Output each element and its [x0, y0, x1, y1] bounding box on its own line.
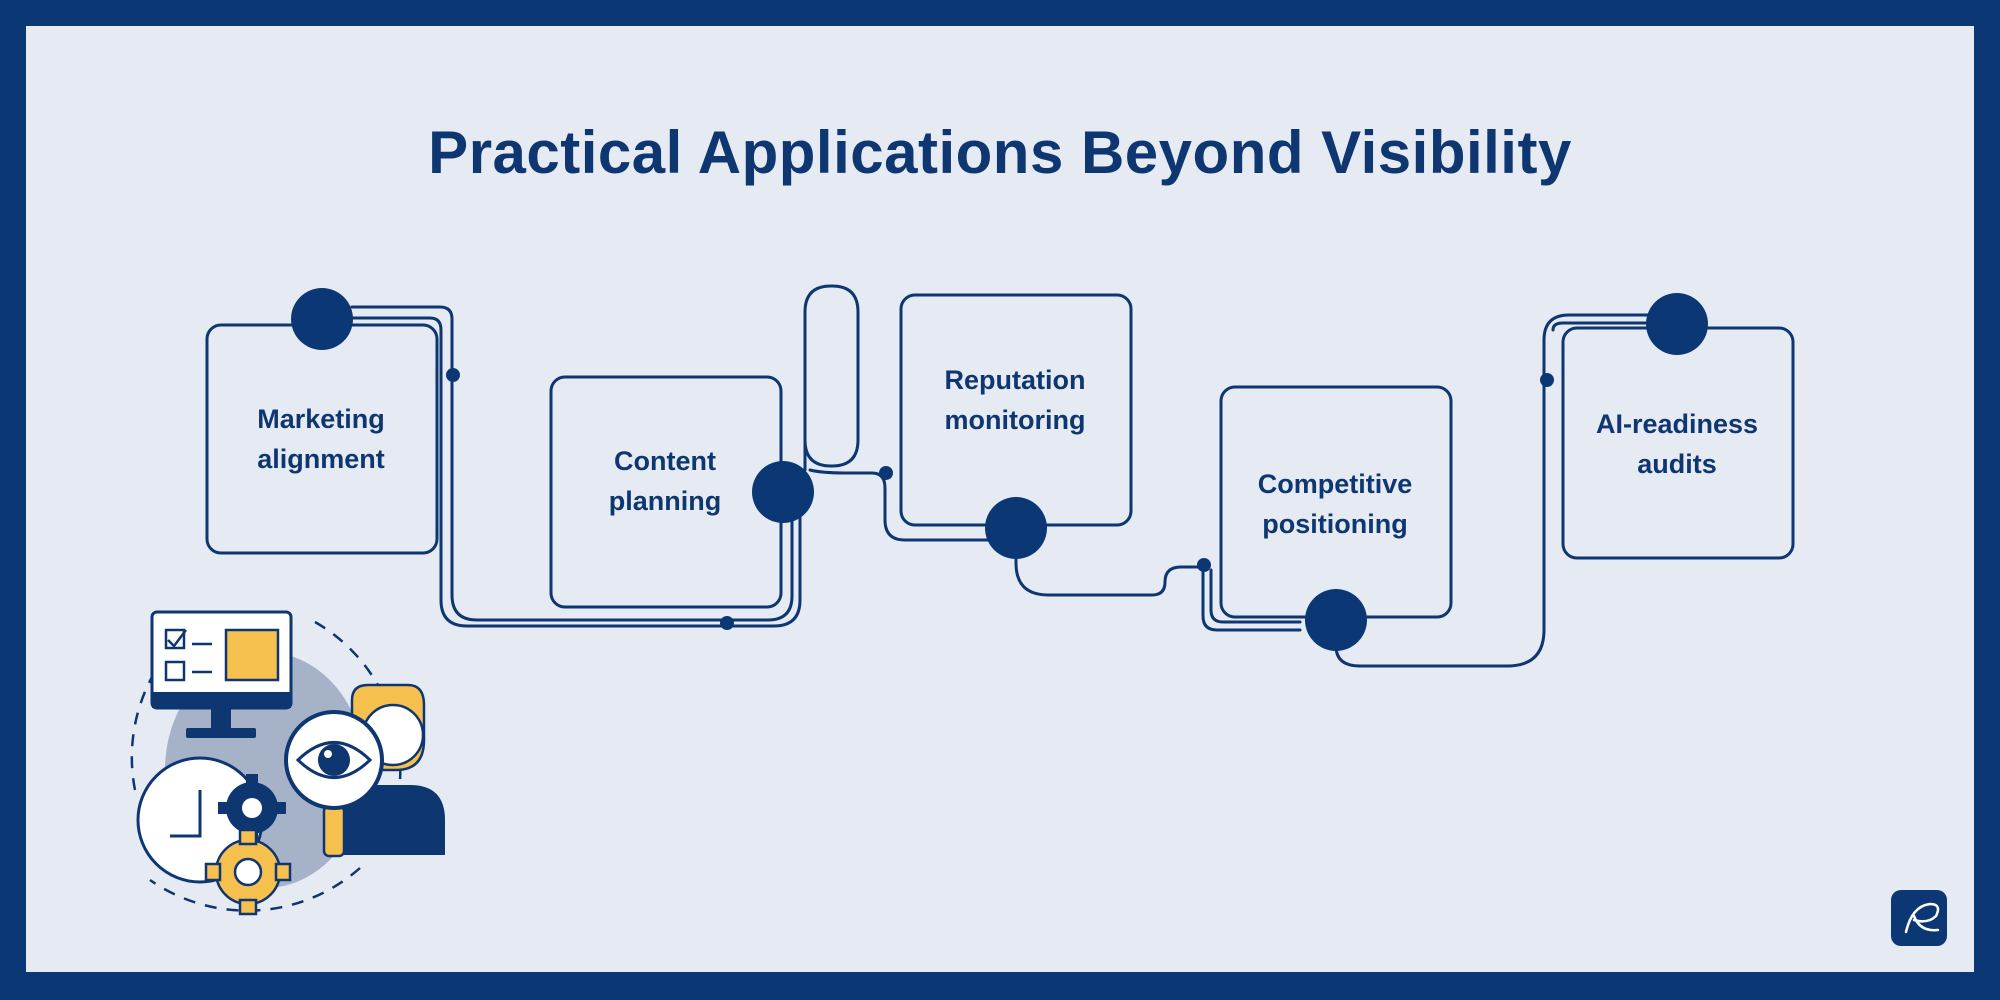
node-audits	[1646, 293, 1708, 355]
monitor-checklist-icon	[150, 610, 293, 738]
step-label-competitive-positioning: Competitive positioning	[1221, 464, 1449, 544]
gear-icon	[204, 774, 292, 916]
page-title: Practical Applications Beyond Visibility	[428, 119, 1572, 186]
brand-logo-icon	[1891, 890, 1947, 946]
junction-dot	[1540, 373, 1554, 387]
step-label-line: alignment	[257, 444, 385, 474]
step-label-line: AI-readiness	[1595, 409, 1759, 439]
node-marketing	[291, 288, 353, 350]
step-label-line: Reputation	[944, 365, 1086, 395]
step-label-line: planning	[608, 486, 722, 516]
step-label-line: monitoring	[944, 405, 1086, 435]
junction-dot	[1197, 558, 1211, 572]
connector-reputation-competitive	[1014, 526, 1302, 632]
illustration-group	[130, 610, 445, 916]
step-label-line: Marketing	[257, 404, 385, 434]
step-label-reputation-monitoring: Reputation monitoring	[901, 360, 1129, 440]
step-label-content-planning: Content planning	[551, 441, 779, 521]
connector-marketing-content	[350, 305, 802, 628]
junction-dot	[879, 466, 893, 480]
junction-dot	[446, 368, 460, 382]
step-label-line: Content	[614, 446, 716, 476]
eye-magnifier-icon	[284, 710, 384, 858]
connector-competitive-audits	[1334, 313, 1665, 668]
junction-dot	[720, 616, 734, 630]
node-content	[752, 461, 814, 523]
step-label-line: audits	[1637, 449, 1717, 479]
step-label-line: Competitive	[1257, 469, 1413, 499]
step-label-line: positioning	[1262, 509, 1408, 539]
node-reputation	[985, 497, 1047, 559]
step-label-ai-readiness-audits: AI-readiness audits	[1563, 404, 1791, 484]
node-competitive	[1305, 589, 1367, 651]
step-label-marketing-alignment: Marketing alignment	[207, 399, 435, 479]
